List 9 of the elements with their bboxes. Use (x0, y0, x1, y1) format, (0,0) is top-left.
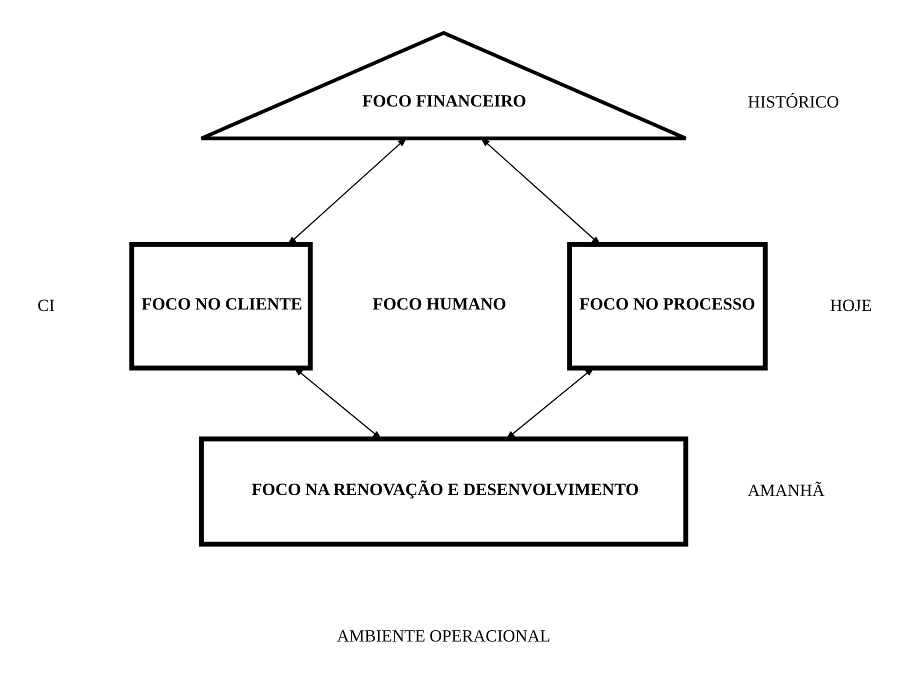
label: HISTÓRICO (748, 92, 840, 112)
node-box: FOCO NO CLIENTE (129, 242, 313, 370)
label: AMBIENTE OPERACIONAL (336, 626, 550, 646)
label: CI (38, 295, 55, 314)
label: HOJE (830, 295, 872, 314)
node-box: FOCO NO PROCESSO (567, 242, 768, 370)
label: AMANHÃ (748, 480, 825, 500)
node-text: FOCO HUMANO (372, 294, 506, 314)
node-box: FOCO NA RENOVAÇÃO E DESENVOLVIMENTO (199, 436, 688, 546)
